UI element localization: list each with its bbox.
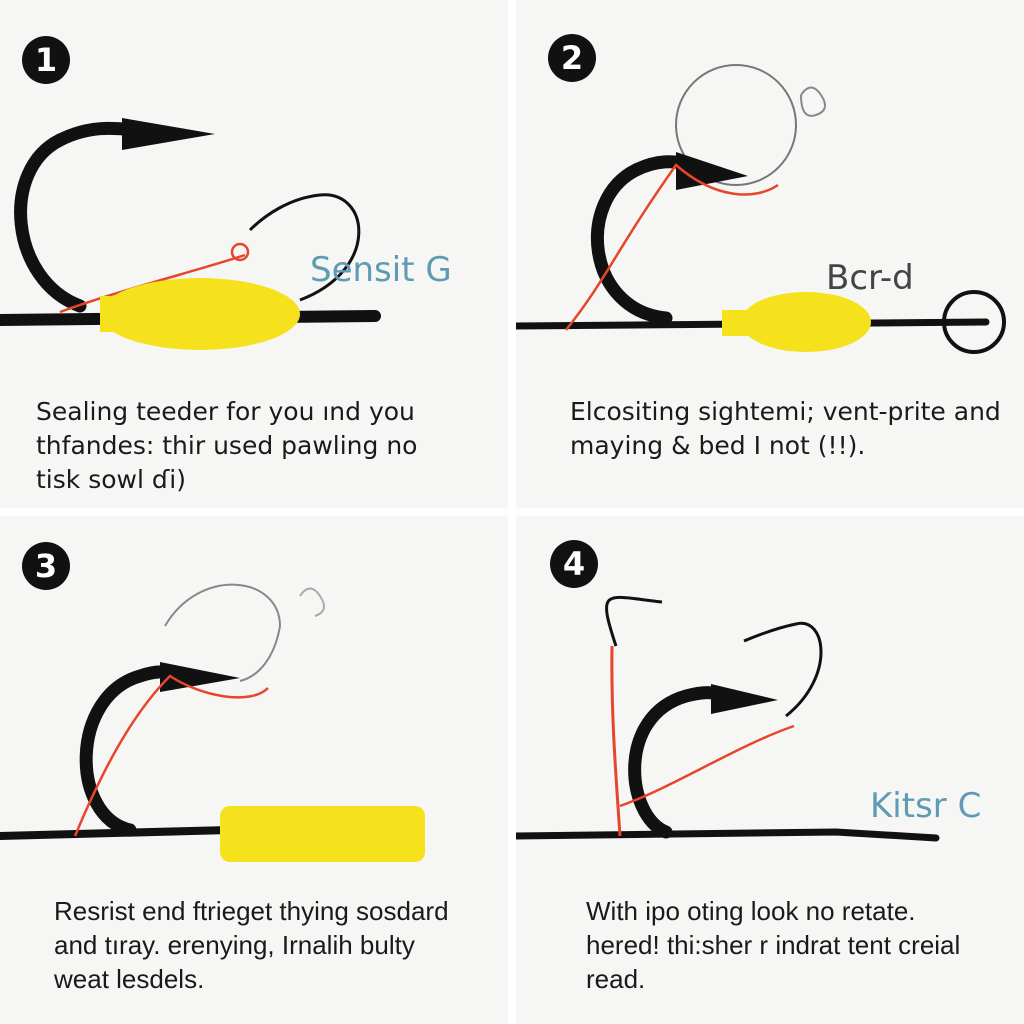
step-number-badge: 1 [22, 36, 70, 84]
step-caption: With ipo oting look no retate. hered! th… [586, 896, 961, 994]
hook-float-illustration [516, 64, 1006, 354]
step-panel-2: 2 Bcr-d Elcositing sightemi; vent-prite … [516, 0, 1024, 508]
step-caption: Resrist end ftrieget thying sosdard and … [54, 896, 449, 994]
step-panel-3: 3 Resrist end ftrieget thying sosdard an… [0, 516, 508, 1024]
step-caption: Elcositing sightemi; vent-prite and mayi… [570, 397, 1001, 460]
step-number-badge: 4 [550, 540, 598, 588]
step-number-badge: 2 [548, 34, 596, 82]
step-panel-4: 4 Kitsr C With ipo oting look no retate.… [516, 516, 1024, 1024]
hook-illustration [516, 595, 940, 842]
step-panel-1: 1 Sensit G Sealing teeder for you ınd yo… [0, 0, 508, 508]
hook-float-illustration [0, 118, 381, 350]
brand-watermark: Bcr-d [826, 258, 914, 298]
brand-watermark: Sensit G [310, 250, 452, 290]
step-caption: Sealing teeder for you ınd you thfandes:… [36, 397, 418, 494]
brand-watermark: Kitsr C [870, 786, 982, 826]
step-number-badge: 3 [22, 542, 70, 590]
hook-float-illustration [0, 583, 425, 862]
